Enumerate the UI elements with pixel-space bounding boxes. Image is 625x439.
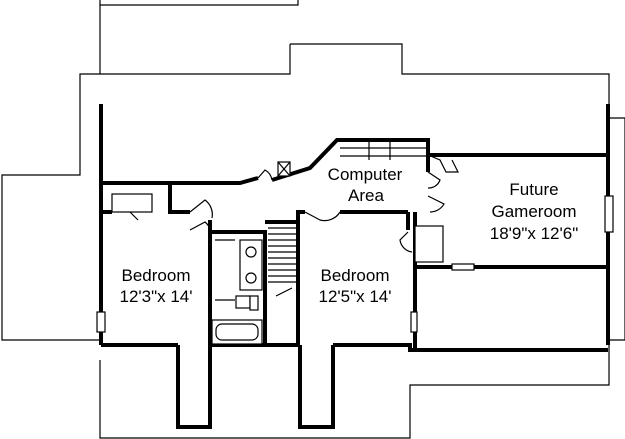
bedroom-right-label: Bedroom: [321, 266, 390, 285]
computer-area-label-2: Area: [348, 186, 384, 205]
room-labels: Computer Area Future Gameroom 18'9"x 12'…: [119, 165, 578, 306]
bedroom-left-label: Bedroom: [122, 266, 191, 285]
fixtures: [96, 140, 614, 345]
gameroom-label-1: Future: [509, 180, 558, 199]
bedroom-left-dims: 12'3"x 14': [119, 287, 192, 306]
gameroom-label-2: Gameroom: [491, 202, 576, 221]
bedroom-right-dims: 12'5"x 14': [318, 287, 391, 306]
computer-area-label-1: Computer: [328, 165, 403, 184]
gameroom-dims: 18'9"x 12'6": [490, 224, 579, 243]
